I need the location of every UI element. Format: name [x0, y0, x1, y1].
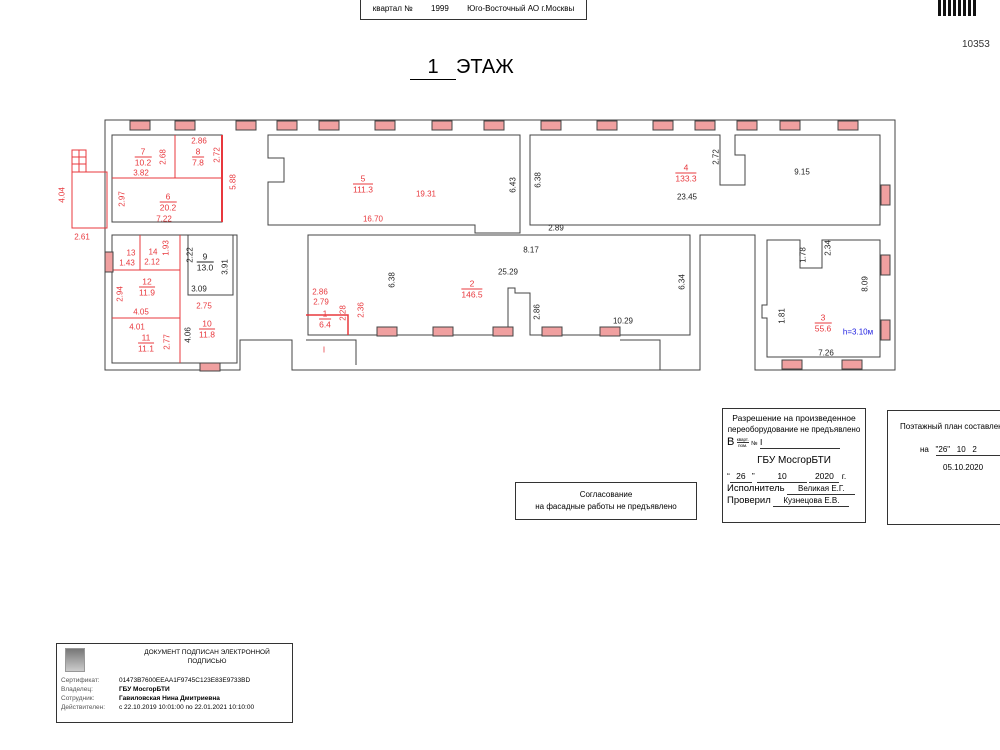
moscow-emblem-icon — [65, 648, 85, 672]
kvartal-label: квартал № — [372, 4, 413, 13]
document-number: 10353 — [962, 39, 990, 50]
dimension: 1.43 — [119, 258, 135, 268]
porch — [71, 171, 108, 229]
dimension: 7.22 — [156, 214, 172, 224]
executor-name: Великая Е.Г. — [787, 483, 856, 495]
dimension: 2.72 — [212, 147, 222, 163]
dimension: 2.75 — [196, 301, 212, 311]
facade-line-2: на фасадные работы не предъявлено — [535, 502, 677, 511]
kvartal-number: 1999 — [414, 0, 465, 20]
dimension: 8.17 — [523, 245, 539, 255]
dimension: 2.77 — [162, 334, 172, 350]
dimension: 6.38 — [387, 272, 397, 288]
dimension: 2.89 — [548, 223, 564, 233]
dimension: 2.28 — [338, 305, 348, 321]
entrance-mark: I — [322, 345, 326, 355]
dimension: 19.31 — [415, 189, 437, 199]
floor-label: ЭТАЖ — [456, 56, 514, 78]
owner-value: ГБУ МосгорБТИ — [119, 686, 170, 693]
dimension: 3.09 — [191, 284, 207, 294]
outer-wall — [104, 119, 896, 371]
dimension: 2.61 — [74, 232, 90, 242]
dimension: 6.34 — [677, 274, 687, 290]
dimension: 3.91 — [220, 259, 230, 275]
rooms-left-bottom — [111, 234, 238, 364]
room-14-label: 14 — [148, 247, 158, 257]
plan-date: 05.10.2020 — [943, 463, 984, 472]
dimension: 1.81 — [777, 308, 787, 324]
permit-stamp: Разрешение на произведенное переоборудов… — [722, 408, 866, 523]
dimension: 2.22 — [185, 247, 195, 263]
dimension: 4.06 — [183, 327, 193, 343]
dimension: 2.94 — [115, 286, 125, 302]
checker-name: Кузнецова Е.В. — [773, 495, 850, 507]
dimension: 2.68 — [158, 149, 168, 165]
dimension: 7.26 — [818, 348, 834, 358]
plan-compiled-stamp: Поэтажный план составлен на "26" 10 2 05… — [887, 410, 1000, 525]
room-5-outline — [267, 134, 521, 234]
dimension: 2.86 — [191, 136, 207, 146]
plan-note-line-1: Поэтажный план составлен — [900, 422, 1000, 431]
dimension: 25.29 — [497, 267, 519, 277]
facade-approval-stamp: Согласование на фасадные работы не предъ… — [515, 482, 697, 520]
dimension: 2.34 — [823, 240, 833, 256]
valid-value: с 22.10.2019 10:01:00 по 22.01.2021 10:1… — [119, 704, 255, 711]
district: Юго-Восточный АО г.Москвы — [467, 0, 575, 20]
ceiling-height-note: h=3.10м — [842, 327, 874, 337]
dimension: 1.93 — [161, 240, 171, 256]
room-13-label: 13 — [126, 248, 136, 258]
dimension: 10.29 — [612, 316, 634, 326]
floor-number: 1 — [410, 56, 456, 80]
dimension: 6.38 — [533, 172, 543, 188]
windows — [104, 120, 891, 372]
dimension: 2.86 — [312, 287, 328, 297]
facade-line-1: Согласование — [579, 490, 633, 499]
certificate-value: 01473B7600EEAA1F9745C123E83E9733BD — [119, 677, 251, 684]
permit-number: I — [759, 437, 840, 449]
b-prefix: В — [727, 436, 735, 448]
qr-code — [938, 0, 976, 16]
dimension: 16.70 — [362, 214, 384, 224]
dimension: 2.72 — [711, 149, 721, 165]
e-signature-block: ДОКУМЕНТ ПОДПИСАН ЭЛЕКТРОННОЙ ПОДПИСЬЮ С… — [56, 643, 293, 723]
dimension: 9.15 — [794, 167, 810, 177]
employee-value: Гавиловская Нина Дмитриевна — [119, 695, 220, 702]
dimension: 5.88 — [228, 174, 238, 190]
signature-title: ДОКУМЕНТ ПОДПИСАН ЭЛЕКТРОННОЙ ПОДПИСЬЮ — [144, 649, 270, 665]
dimension: 4.05 — [133, 307, 149, 317]
permit-line-1: Разрешение на произведенное — [732, 413, 856, 423]
room-4-outline — [529, 134, 881, 226]
dimension: 4.01 — [129, 322, 145, 332]
dimension: 2.86 — [532, 304, 542, 320]
permit-org: ГБУ МосгорБТИ — [757, 455, 831, 466]
dimension: 8.09 — [860, 276, 870, 292]
dimension: 1.78 — [798, 247, 808, 263]
dimension: 2.36 — [356, 302, 366, 318]
floor-plan-drawing — [71, 119, 896, 372]
dimension: 3.82 — [133, 168, 149, 178]
dimension: 6.43 — [508, 177, 518, 193]
dimension: 23.45 — [676, 192, 698, 202]
room-3-outline — [761, 239, 881, 358]
dimension: 2.97 — [117, 191, 127, 207]
dimension: 2.79 — [313, 297, 329, 307]
permit-line-2: переоборудование не предъявлено — [727, 425, 861, 434]
dimension: 2.12 — [144, 257, 160, 267]
dimension: 4.04 — [57, 187, 67, 203]
kvartal-header: квартал № 1999 Юго-Восточный АО г.Москвы — [360, 0, 587, 20]
